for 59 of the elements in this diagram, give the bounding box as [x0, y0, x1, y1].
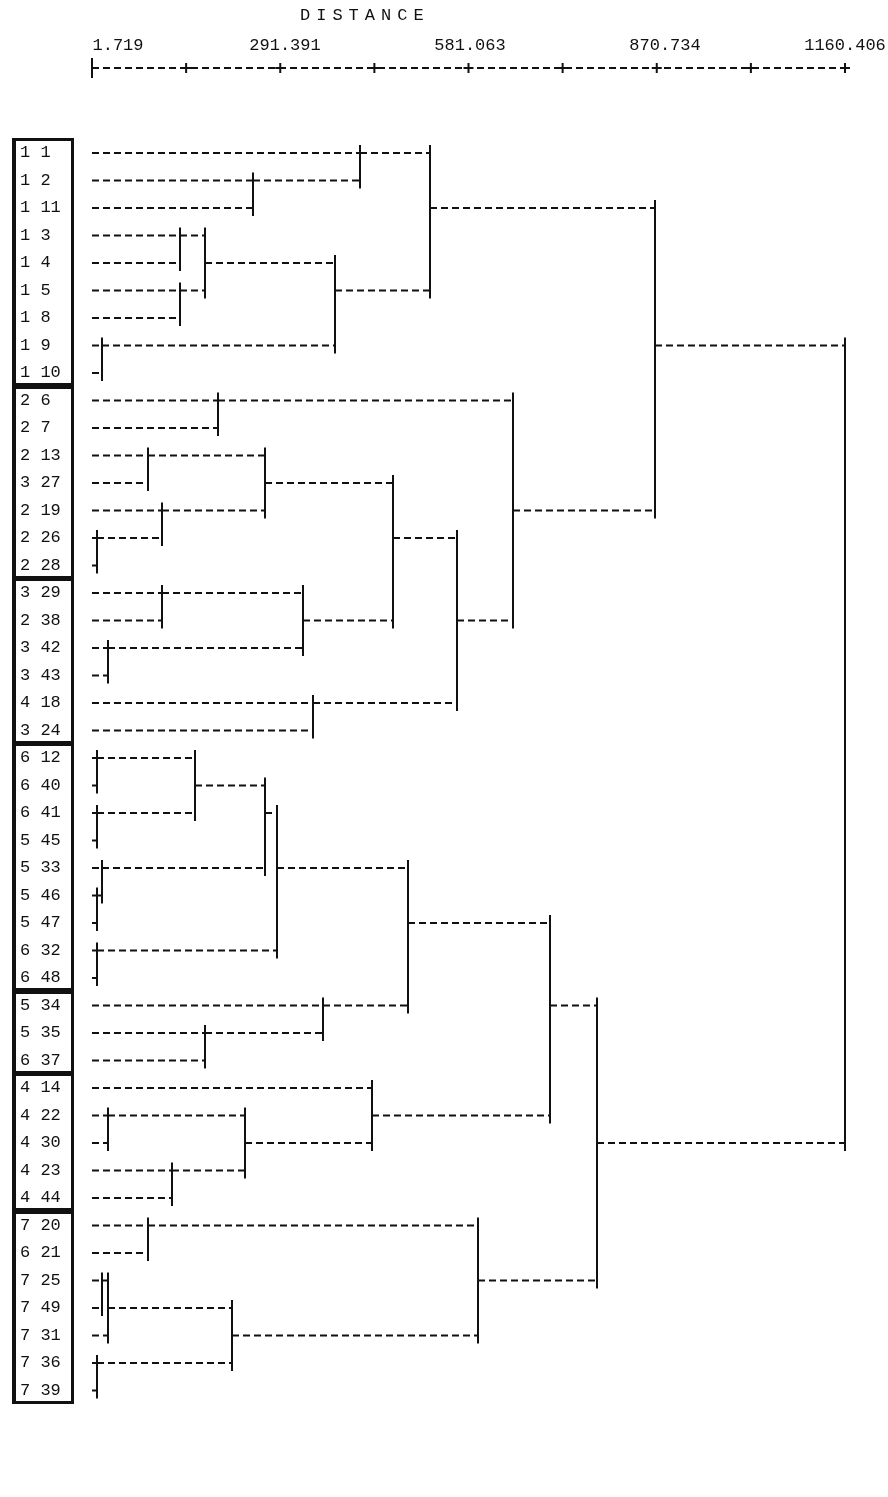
row-label: 2 7	[20, 418, 51, 438]
row-label: 2 28	[20, 555, 61, 576]
cluster-box	[12, 385, 74, 579]
row-label: 5 34	[20, 995, 61, 1016]
row-label: 5 46	[20, 885, 61, 906]
row-label: 2 38	[20, 610, 61, 631]
tick-label: 870.734	[628, 36, 702, 56]
tick-label: 291.391	[248, 36, 322, 56]
row-label: 3 24	[20, 720, 61, 741]
row-label: 6 48	[20, 968, 61, 988]
row-label: 1 9	[20, 335, 51, 356]
row-label: 3 27	[20, 473, 61, 493]
tick-label: 1.719	[91, 36, 145, 56]
row-label: 1 10	[20, 363, 61, 383]
row-label: 7 25	[20, 1270, 61, 1291]
row-label: 6 21	[20, 1243, 61, 1263]
row-label: 6 41	[20, 803, 61, 823]
row-label: 4 30	[20, 1133, 61, 1153]
row-label: 6 37	[20, 1050, 61, 1071]
row-label: 4 14	[20, 1078, 61, 1098]
tick-label: 581.063	[433, 36, 507, 56]
row-label: 1 11	[20, 198, 61, 218]
row-label: 4 22	[20, 1105, 61, 1126]
cluster-box	[12, 990, 74, 1074]
row-label: 4 18	[20, 693, 61, 713]
cluster-box	[12, 743, 74, 991]
row-label: 5 35	[20, 1023, 61, 1043]
tick-label: 1160.406	[803, 36, 887, 56]
row-label: 3 43	[20, 665, 61, 686]
cluster-box	[12, 578, 74, 744]
row-label: 1 4	[20, 253, 51, 273]
row-label: 1 1	[20, 143, 51, 163]
row-label: 6 32	[20, 940, 61, 961]
row-label: 1 5	[20, 280, 51, 301]
axis-title: DISTANCE	[300, 6, 430, 26]
row-label: 2 13	[20, 445, 61, 466]
row-label: 1 2	[20, 170, 51, 191]
row-label: 1 8	[20, 308, 51, 328]
row-label: 5 47	[20, 913, 61, 933]
row-label: 6 40	[20, 775, 61, 796]
row-label: 4 44	[20, 1188, 61, 1208]
row-label: 7 49	[20, 1298, 61, 1318]
row-label: 5 45	[20, 830, 61, 851]
row-label: 7 36	[20, 1353, 61, 1373]
cluster-box	[12, 1210, 74, 1404]
row-label: 7 39	[20, 1380, 61, 1401]
row-label: 5 33	[20, 858, 61, 878]
row-label: 2 19	[20, 500, 61, 521]
row-label: 4 23	[20, 1160, 61, 1181]
row-label: 2 26	[20, 528, 61, 548]
row-label: 7 20	[20, 1215, 61, 1236]
row-label: 3 29	[20, 583, 61, 603]
row-label: 7 31	[20, 1325, 61, 1346]
row-label: 6 12	[20, 748, 61, 768]
cluster-box	[12, 1073, 74, 1211]
cluster-box	[12, 138, 74, 386]
row-label: 1 3	[20, 225, 51, 246]
row-label: 3 42	[20, 638, 61, 658]
row-label: 2 6	[20, 390, 51, 411]
